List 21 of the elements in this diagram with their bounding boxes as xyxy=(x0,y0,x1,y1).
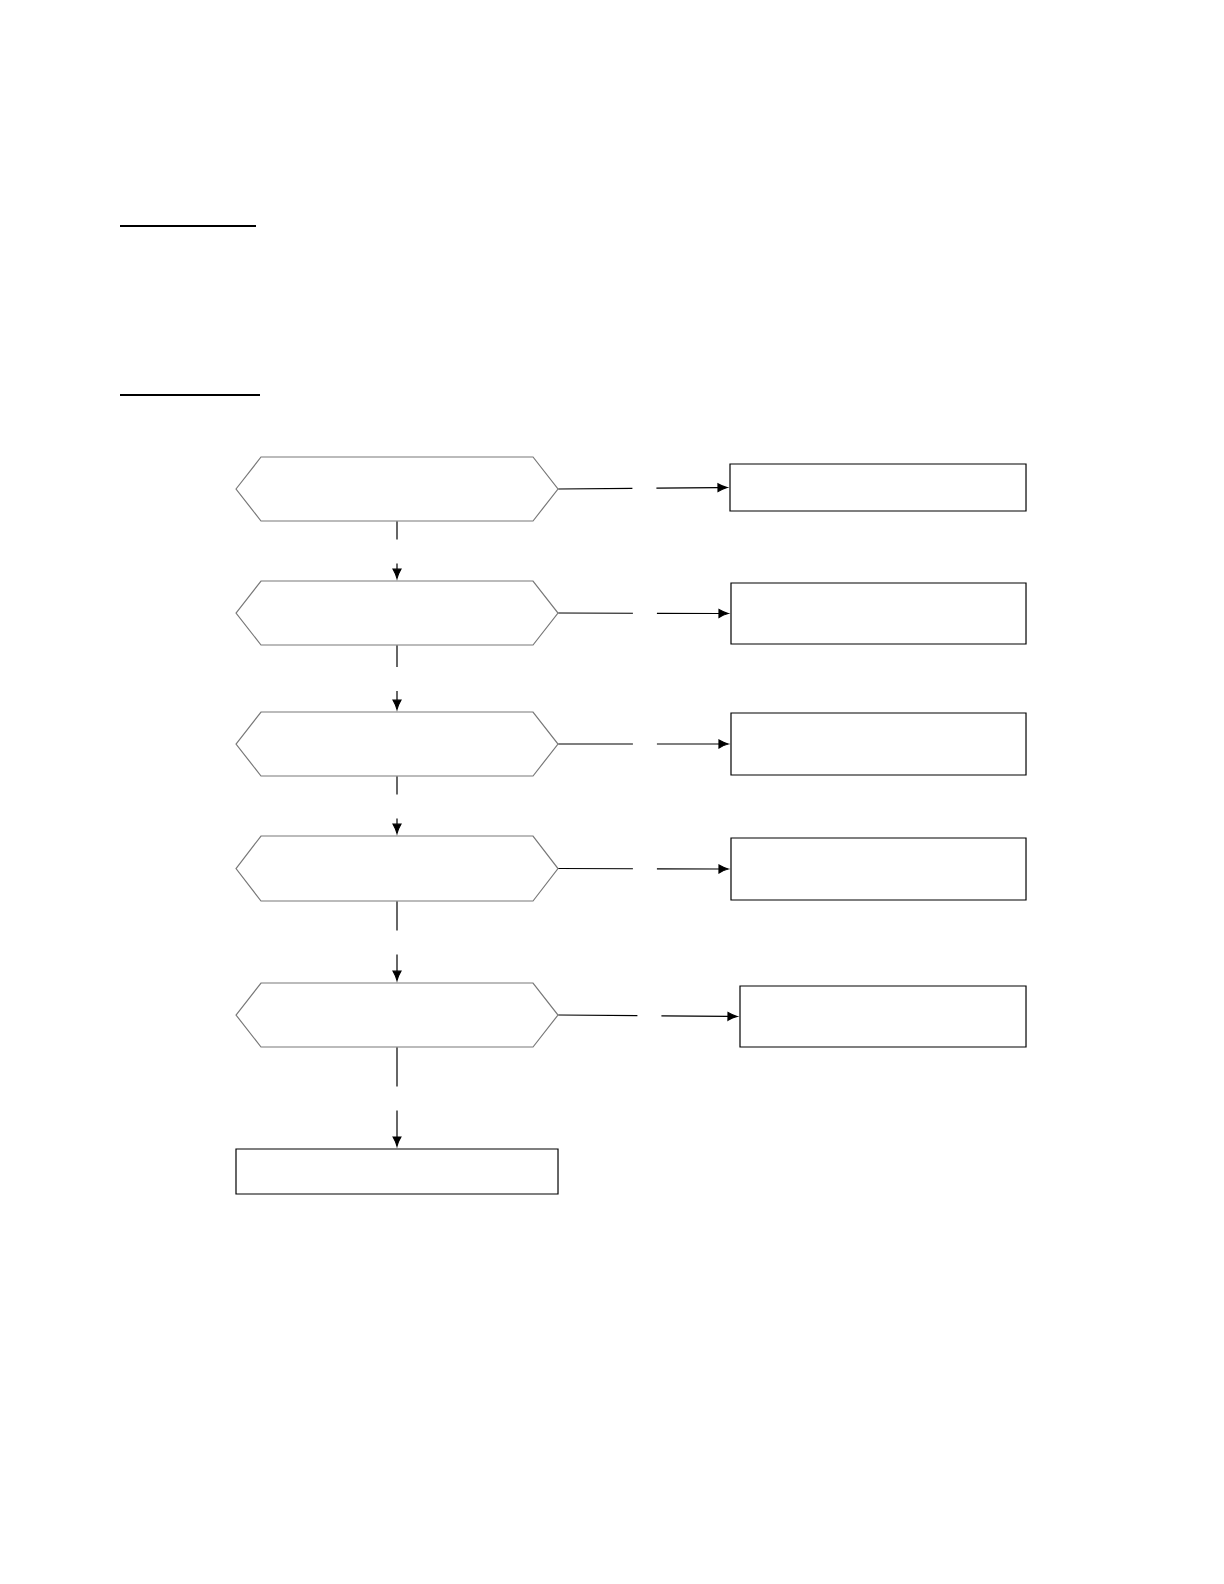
arrow xyxy=(392,775,402,834)
arrow xyxy=(557,483,728,493)
arrow xyxy=(557,864,729,874)
arrow xyxy=(557,609,729,618)
process-box xyxy=(730,837,1027,901)
process-box xyxy=(739,985,1027,1048)
arrow xyxy=(392,520,402,579)
decision-hexagon xyxy=(235,982,559,1048)
decision-hexagon xyxy=(235,835,559,902)
decision-hexagon xyxy=(235,456,559,522)
arrow xyxy=(392,1046,402,1147)
decision-hexagon xyxy=(235,711,559,777)
arrow xyxy=(392,900,402,981)
arrow xyxy=(392,644,402,710)
process-box xyxy=(729,463,1027,512)
process-box xyxy=(235,1148,559,1195)
arrow xyxy=(557,739,729,749)
decision-hexagon xyxy=(235,580,559,646)
arrow xyxy=(557,1011,738,1021)
process-box xyxy=(730,712,1027,776)
process-box xyxy=(730,582,1027,645)
